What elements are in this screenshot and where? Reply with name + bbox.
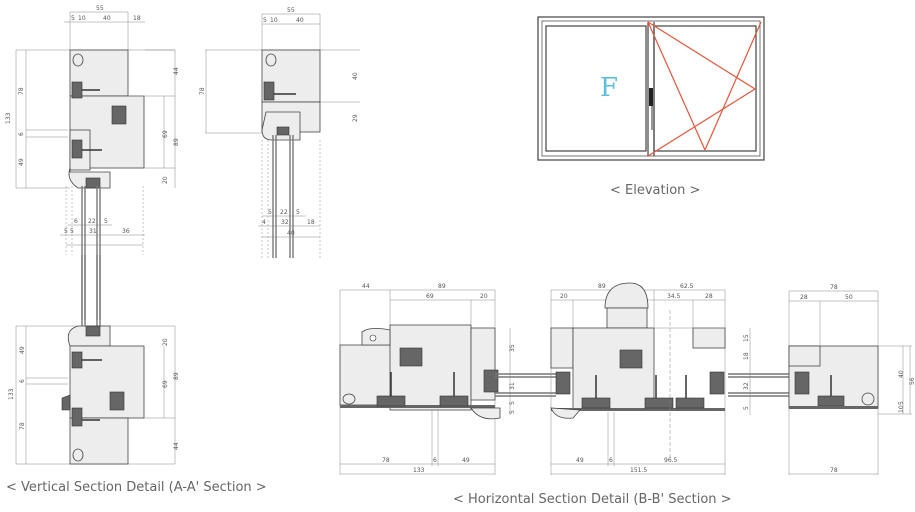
opening-indicator-line xyxy=(647,21,756,90)
opening-indicator-line xyxy=(647,88,756,157)
dim-label: 5 xyxy=(509,401,516,405)
dim-label: 34.5 xyxy=(667,293,681,300)
dim-label: 55 xyxy=(96,5,104,12)
vertical-section-caption: < Vertical Section Detail (A-A' Section … xyxy=(6,480,267,495)
dim-label: 28 xyxy=(800,294,808,301)
opening-indicator-line xyxy=(647,21,706,151)
dim-label: 89 xyxy=(438,283,446,290)
dim-label: 40 xyxy=(352,72,359,80)
dim-label: 89 xyxy=(173,138,180,146)
dim-label: 5 xyxy=(296,209,300,216)
elevation-drawing: F xyxy=(537,16,765,161)
dim-label: 40 xyxy=(898,370,905,378)
glass-band xyxy=(495,373,790,397)
dim-label: 40 xyxy=(287,230,295,237)
vertical-section-fixed: 55 5 10 40 78 40 29 5 22 5 4 32 18 xyxy=(199,7,360,258)
dim-label: 133 xyxy=(5,112,12,124)
dim-label: 62.5 xyxy=(680,283,694,290)
dim-label: 20 xyxy=(162,338,169,346)
dim-label: 44 xyxy=(173,67,180,75)
dim-label: 89 xyxy=(173,372,180,380)
horizontal-section-right: 78 28 50 78 40 56 5 10 xyxy=(788,284,915,475)
dim-label: 133 xyxy=(413,467,425,474)
dim-label: 133 xyxy=(8,388,15,400)
dim-label: 69 xyxy=(162,380,169,388)
dim-label: 5 xyxy=(743,406,750,410)
dim-label: 40 xyxy=(103,15,111,22)
dim-label: 44 xyxy=(173,442,180,450)
dim-label: 5 xyxy=(268,209,272,216)
dim-label: 32 xyxy=(281,219,289,226)
dim-label: 96.5 xyxy=(664,457,678,464)
dim-label: 55 xyxy=(287,7,295,14)
dim-label: 22 xyxy=(280,209,288,216)
dim-label: 56 xyxy=(909,377,915,385)
dim-label: 10 xyxy=(270,17,278,24)
dim-label: 5 xyxy=(263,17,267,24)
dim-label: 20 xyxy=(560,293,568,300)
dim-label: 44 xyxy=(362,283,370,290)
dim-label: 5 xyxy=(71,15,75,22)
dim-label: 20 xyxy=(480,293,488,300)
dim-label: 78 xyxy=(199,87,206,95)
dim-label: 151.5 xyxy=(630,467,647,474)
dim-label: 49 xyxy=(462,457,470,464)
dim-label: 69 xyxy=(162,130,169,138)
dim-label: 18 xyxy=(307,219,315,226)
dim-label: 89 xyxy=(598,283,606,290)
dim-label: 5 xyxy=(64,228,68,235)
dim-label: 40 xyxy=(296,17,304,24)
dim-label: 6 xyxy=(433,457,437,464)
dim-label: 10 xyxy=(898,405,905,413)
vertical-section-bottom: 133 49 6 78 20 69 89 44 xyxy=(8,255,180,465)
dim-label: 6 xyxy=(18,132,25,136)
dim-label: 18 xyxy=(133,15,141,22)
dim-label: 78 xyxy=(19,422,26,430)
dim-label: 31 xyxy=(509,382,516,390)
dim-label: 49 xyxy=(576,457,584,464)
dim-label: 6 xyxy=(19,379,26,383)
dim-label: 69 xyxy=(426,293,434,300)
dim-label: 28 xyxy=(705,293,713,300)
horizontal-section-left: 44 89 69 20 78 6 49 133 35 31 5 5 xyxy=(339,283,516,475)
dim-label: 49 xyxy=(18,158,25,166)
dim-label: 29 xyxy=(352,114,359,122)
dim-label: 5 xyxy=(509,410,516,414)
dim-label: 5 xyxy=(898,401,905,405)
elevation-caption: < Elevation > xyxy=(610,183,701,198)
dim-label: 35 xyxy=(509,344,516,352)
dim-label: 32 xyxy=(743,382,750,390)
dim-label: 10 xyxy=(78,15,86,22)
dim-label: 78 xyxy=(830,284,838,291)
dim-label: 78 xyxy=(18,87,25,95)
dim-label: 4 xyxy=(262,219,266,226)
dim-label: 22 xyxy=(88,218,96,225)
fixed-pane-label: F xyxy=(600,73,618,103)
dim-label: 49 xyxy=(19,346,26,354)
dim-label: 5 xyxy=(104,218,108,225)
dim-label: 36 xyxy=(122,228,130,235)
dim-label: 20 xyxy=(162,176,169,184)
dim-label: 5 xyxy=(70,228,74,235)
dim-label: 78 xyxy=(382,457,390,464)
dim-label: 6 xyxy=(74,218,78,225)
dim-label: 6 xyxy=(609,457,613,464)
dim-label: 15 xyxy=(743,334,750,342)
vertical-section-top: 55 5 10 40 18 133 78 6 49 44 xyxy=(5,5,180,320)
horizontal-section-middle: 89 62.5 20 69 34.5 28 49 6 96.5 xyxy=(550,282,751,475)
dim-label: 78 xyxy=(830,467,838,474)
dim-label: 18 xyxy=(743,352,750,360)
dim-label: 50 xyxy=(845,294,853,301)
dim-label: 31 xyxy=(89,228,97,235)
opening-indicator-line xyxy=(704,21,762,151)
horizontal-section-caption: < Horizontal Section Detail (B-B' Sectio… xyxy=(453,492,732,507)
